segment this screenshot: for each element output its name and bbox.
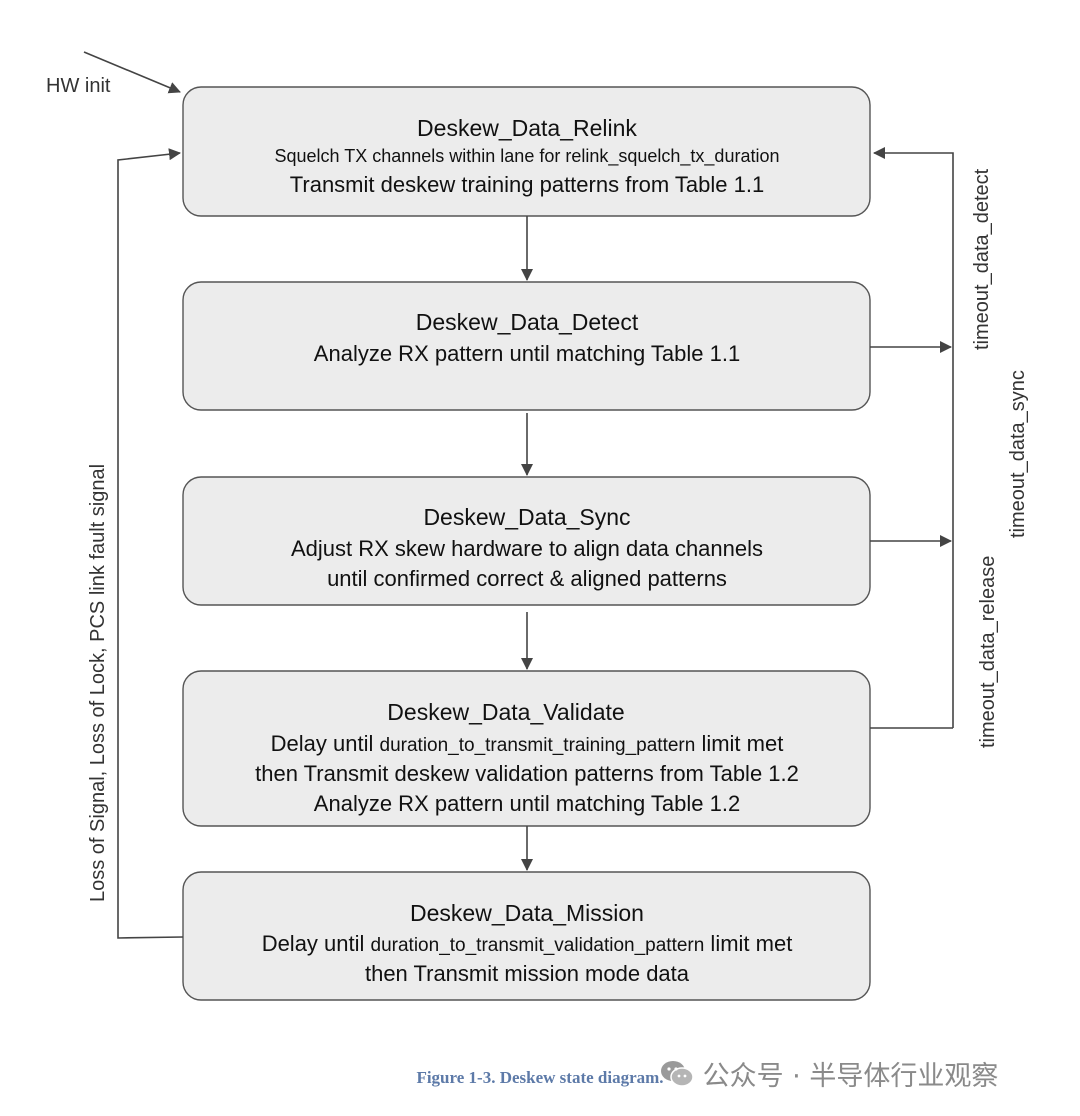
state-relink: Deskew_Data_Relink Squelch TX channels w… (182, 86, 871, 217)
label-loss-signal: Loss of Signal, Loss of Lock, PCS link f… (87, 464, 109, 902)
state-validate: Deskew_Data_Validate Delay until duratio… (182, 670, 871, 827)
state-line-suffix: limit met (704, 931, 792, 956)
watermark: 公众号 · 半导体行业观察 (660, 1054, 998, 1093)
state-line: Delay until duration_to_transmit_validat… (262, 931, 793, 956)
state-line-param: duration_to_transmit_training_pattern (380, 735, 696, 756)
state-line: Squelch TX channels within lane for reli… (275, 146, 780, 167)
state-line: Transmit deskew training patterns from T… (290, 172, 764, 197)
hw-init-arrow (83, 51, 181, 94)
state-line: Adjust RX skew hardware to align data ch… (291, 536, 763, 561)
state-detect: Deskew_Data_Detect Analyze RX pattern un… (182, 281, 871, 411)
deskew-state-diagram: HW init Deskew_Data_Relink Squelch TX ch… (46, 51, 1029, 1001)
state-line: Delay until duration_to_transmit_trainin… (271, 731, 784, 756)
state-title: Deskew_Data_Detect (416, 309, 639, 335)
label-timeout-data-release: timeout_data_release (977, 556, 999, 748)
state-line-prefix: Delay until (262, 931, 371, 956)
state-mission: Deskew_Data_Mission Delay until duration… (182, 871, 871, 1001)
state-line: until confirmed correct & aligned patter… (327, 566, 727, 591)
state-line: then Transmit mission mode data (365, 961, 690, 986)
state-line: Analyze RX pattern until matching Table … (314, 791, 740, 816)
state-title: Deskew_Data_Sync (423, 504, 630, 530)
figure-caption: Figure 1-3. Deskew state diagram. (416, 1068, 664, 1087)
state-line: Analyze RX pattern until matching Table … (314, 341, 740, 366)
state-title: Deskew_Data_Validate (387, 699, 624, 725)
label-timeout-data-sync: timeout_data_sync (1007, 370, 1029, 538)
state-line-prefix: Delay until (271, 731, 380, 756)
state-title: Deskew_Data_Mission (410, 900, 644, 926)
state-line-suffix: limit met (695, 731, 783, 756)
loss-return-path (117, 148, 184, 939)
wechat-icon (661, 1061, 694, 1087)
hw-init-label: HW init (46, 75, 111, 97)
state-sync: Deskew_Data_Sync Adjust RX skew hardware… (182, 476, 871, 606)
state-line: then Transmit deskew validation patterns… (255, 761, 799, 786)
state-title: Deskew_Data_Relink (417, 115, 637, 141)
label-timeout-data-detect: timeout_data_detect (971, 168, 993, 350)
state-line-param: duration_to_transmit_validation_pattern (371, 935, 705, 956)
timeout-return-path (873, 147, 954, 728)
watermark-text: 公众号 · 半导体行业观察 (702, 1061, 999, 1092)
